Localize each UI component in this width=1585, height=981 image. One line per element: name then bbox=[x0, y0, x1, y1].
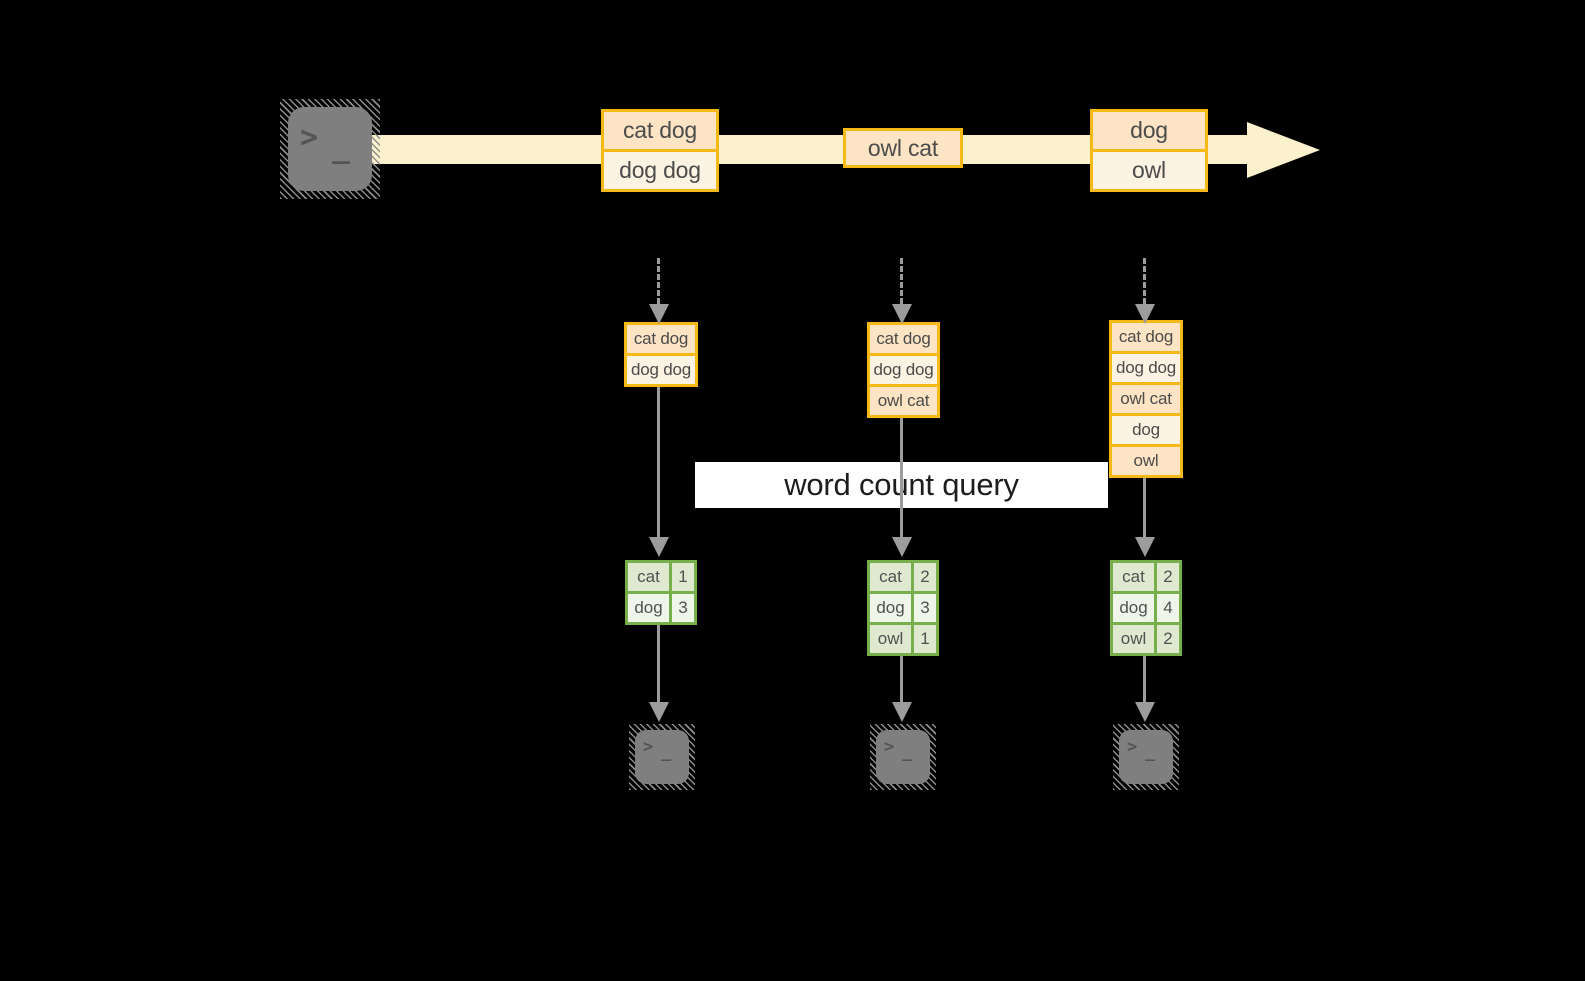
count-cell: 4 bbox=[1157, 594, 1179, 622]
query-arrowhead-1 bbox=[648, 537, 669, 557]
terminal-sink-icon-1: > _ bbox=[629, 724, 695, 790]
ingest-arrowhead-3 bbox=[1134, 304, 1155, 324]
query-arrowhead-2 bbox=[891, 537, 912, 557]
terminal-sink-icon-2: > _ bbox=[870, 724, 936, 790]
ingest-arrowhead-1 bbox=[648, 304, 669, 324]
stream-batch-1: cat dog dog dog bbox=[601, 109, 719, 192]
count-cell: 2 bbox=[914, 563, 936, 591]
ingest-arrowhead-2 bbox=[891, 304, 912, 324]
prompt-chevron-icon: > bbox=[1127, 737, 1138, 757]
output-arrowhead-2 bbox=[891, 702, 912, 722]
count-row: dog 4 bbox=[1113, 594, 1179, 622]
ingest-arrow-line-1 bbox=[657, 258, 660, 304]
word-cell: cat bbox=[628, 563, 669, 591]
word-cell: dog bbox=[870, 594, 911, 622]
ingest-arrow-line-3 bbox=[1143, 258, 1146, 304]
output-arrowhead-1 bbox=[648, 702, 669, 722]
count-row: owl 2 bbox=[1113, 625, 1179, 653]
count-row: dog 3 bbox=[870, 594, 936, 622]
prompt-underscore-icon: _ bbox=[661, 742, 672, 762]
stream-record: dog dog bbox=[604, 152, 716, 189]
count-row: cat 2 bbox=[1113, 563, 1179, 591]
query-arrow-line-1 bbox=[657, 387, 660, 537]
terminal-body: > _ bbox=[1119, 730, 1173, 784]
prompt-chevron-icon: > bbox=[884, 737, 895, 757]
query-arrow-line-2 bbox=[900, 418, 903, 537]
stream-record: cat dog bbox=[604, 112, 716, 149]
terminal-sink-icon-3: > _ bbox=[1113, 724, 1179, 790]
count-row: cat 2 bbox=[870, 563, 936, 591]
state-row: dog dog bbox=[1112, 354, 1180, 382]
word-cell: dog bbox=[1113, 594, 1154, 622]
stream-arrowhead-icon bbox=[1247, 122, 1320, 178]
word-cell: owl bbox=[870, 625, 911, 653]
count-table-1: cat 1 dog 3 bbox=[625, 560, 697, 625]
state-buffer-1: cat dog dog dog bbox=[624, 322, 698, 387]
prompt-chevron-icon: > bbox=[300, 120, 319, 155]
state-row: owl cat bbox=[1112, 385, 1180, 413]
state-buffer-3: cat dog dog dog owl cat dog owl bbox=[1109, 320, 1183, 478]
stream-record: dog bbox=[1093, 112, 1205, 149]
output-arrow-line-1 bbox=[657, 625, 660, 702]
count-cell: 2 bbox=[1157, 625, 1179, 653]
word-cell: cat bbox=[870, 563, 911, 591]
prompt-underscore-icon: _ bbox=[332, 130, 351, 165]
word-cell: owl bbox=[1113, 625, 1154, 653]
count-table-2: cat 2 dog 3 owl 1 bbox=[867, 560, 939, 656]
state-buffer-2: cat dog dog dog owl cat bbox=[867, 322, 940, 418]
word-cell: cat bbox=[1113, 563, 1154, 591]
prompt-underscore-icon: _ bbox=[902, 742, 913, 762]
terminal-body: > _ bbox=[635, 730, 689, 784]
stream-record: owl cat bbox=[846, 131, 960, 165]
count-table-3: cat 2 dog 4 owl 2 bbox=[1110, 560, 1182, 656]
count-cell: 3 bbox=[672, 594, 694, 622]
state-row: cat dog bbox=[627, 325, 695, 353]
query-arrow-line-3 bbox=[1143, 478, 1146, 537]
state-row: dog dog bbox=[870, 356, 937, 384]
query-arrowhead-3 bbox=[1134, 537, 1155, 557]
state-row: dog bbox=[1112, 416, 1180, 444]
stream-record: owl bbox=[1093, 152, 1205, 189]
state-row: owl bbox=[1112, 447, 1180, 475]
terminal-source-icon: > _ bbox=[280, 99, 380, 199]
output-arrow-line-2 bbox=[900, 656, 903, 702]
state-row: cat dog bbox=[1112, 323, 1180, 351]
terminal-body: > _ bbox=[876, 730, 930, 784]
word-cell: dog bbox=[628, 594, 669, 622]
state-row: cat dog bbox=[870, 325, 937, 353]
count-cell: 2 bbox=[1157, 563, 1179, 591]
count-row: cat 1 bbox=[628, 563, 694, 591]
prompt-underscore-icon: _ bbox=[1145, 742, 1156, 762]
count-row: dog 3 bbox=[628, 594, 694, 622]
prompt-chevron-icon: > bbox=[643, 737, 654, 757]
ingest-arrow-line-2 bbox=[900, 258, 903, 304]
count-cell: 3 bbox=[914, 594, 936, 622]
stream-batch-2: owl cat bbox=[843, 128, 963, 168]
stream-batch-3: dog owl bbox=[1090, 109, 1208, 192]
state-row: owl cat bbox=[870, 387, 937, 415]
output-arrow-line-3 bbox=[1143, 656, 1146, 702]
count-cell: 1 bbox=[672, 563, 694, 591]
output-arrowhead-3 bbox=[1134, 702, 1155, 722]
count-row: owl 1 bbox=[870, 625, 936, 653]
terminal-body: > _ bbox=[288, 107, 372, 191]
count-cell: 1 bbox=[914, 625, 936, 653]
state-row: dog dog bbox=[627, 356, 695, 384]
